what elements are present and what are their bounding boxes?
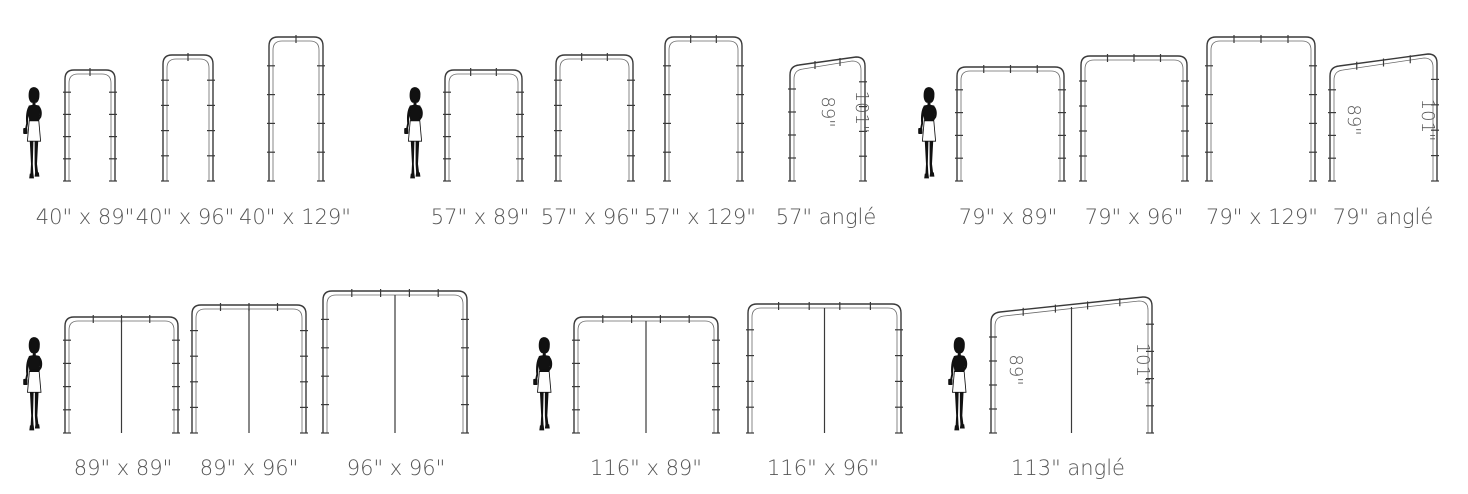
frame-inner-outline	[960, 70, 1061, 181]
frame-outline	[956, 66, 1065, 181]
right-height-label: 101"	[1132, 343, 1153, 386]
frame-outline	[990, 296, 1153, 433]
frame-group-double-113-angle: 113" anglé 89" 101"	[947, 296, 1154, 480]
right-height-label: 101"	[1417, 99, 1438, 142]
frame-inner-outline	[448, 73, 519, 181]
frame-79-inch-4: 79" anglé 89" 101"	[1328, 53, 1439, 229]
frame-size-label: 89" x 96"	[200, 456, 299, 480]
frame-79-inch-1: 79" x 89"	[955, 65, 1066, 229]
frame-inner-outline	[793, 60, 862, 181]
frame-group-79-inch: 79" x 89" 79" x 96" 79" x 129" 79" anglé 89"…	[917, 35, 1439, 229]
frame-inner-outline	[1084, 59, 1184, 181]
frame-57-inch-4: 57" anglé 89" 101"	[776, 56, 877, 229]
person-silhouette-icon	[22, 86, 43, 179]
frame-double-89-96-3: 96" x 96"	[321, 289, 469, 480]
frame-inner-outline	[1210, 40, 1312, 181]
frame-40-inch-3: 40" x 129"	[239, 35, 351, 229]
frame-group-double-89-96: 89" x 89" 89" x 96" 96" x 96"	[22, 289, 469, 480]
person-silhouette-icon	[532, 336, 553, 431]
frame-size-label: 40" x 129"	[239, 205, 351, 229]
frame-outline	[322, 290, 468, 433]
frame-57-inch-3: 57" x 129"	[644, 35, 756, 229]
frame-40-inch-2: 40" x 96"	[136, 53, 235, 229]
frame-size-label: 79" x 129"	[1206, 205, 1318, 229]
frame-outline	[1206, 36, 1316, 181]
frame-size-label: 79" x 96"	[1085, 205, 1184, 229]
left-height-label: 89"	[1005, 354, 1026, 385]
person-silhouette-icon	[947, 336, 968, 431]
frame-size-label: 40" x 89"	[36, 205, 135, 229]
left-height-label: 89"	[817, 96, 838, 127]
frame-size-label: 113" anglé	[1011, 456, 1125, 480]
frame-outline	[664, 36, 743, 181]
frame-79-inch-3: 79" x 129"	[1205, 35, 1318, 229]
frame-outline	[555, 54, 634, 181]
frame-inner-outline	[166, 58, 210, 181]
right-height-label: 101"	[851, 91, 872, 134]
frame-outline	[747, 303, 902, 433]
person-silhouette-icon	[917, 86, 938, 179]
frame-group-40-inch: 40" x 89"40" x 96"40" x 129"	[22, 35, 351, 229]
frame-size-label: 116" x 89"	[590, 456, 702, 480]
left-height-label: 89"	[1343, 104, 1364, 135]
frame-size-label: 79" anglé	[1333, 205, 1434, 229]
frame-double-113-angle-1: 113" anglé 89" 101"	[989, 296, 1154, 480]
frame-size-label: 40" x 96"	[136, 205, 235, 229]
frame-double-89-96-2: 89" x 96"	[190, 303, 308, 480]
frame-double-116-2: 116" x 96"	[746, 302, 903, 480]
frame-size-label: 57" x 129"	[644, 205, 756, 229]
frame-double-89-96-1: 89" x 89"	[63, 315, 180, 480]
frame-size-label: 116" x 96"	[767, 456, 879, 480]
frame-size-label: 79" x 89"	[959, 205, 1058, 229]
frame-size-label: 89" x 89"	[74, 456, 173, 480]
frame-57-inch-1: 57" x 89"	[431, 68, 530, 229]
frame-size-label: 57" anglé	[776, 205, 877, 229]
frame-size-label: 57" x 96"	[541, 205, 640, 229]
frame-outline	[268, 36, 324, 181]
frame-inner-outline	[272, 40, 320, 181]
frame-group-57-inch: 57" x 89" 57" x 96"57" x 129" 57" anglé 89"…	[403, 35, 877, 229]
frame-outline	[64, 69, 116, 181]
frame-57-inch-2: 57" x 96"	[541, 53, 640, 229]
frame-40-inch-1: 40" x 89"	[36, 68, 135, 229]
frame-group-double-116: 116" x 89" 116" x 96"	[532, 302, 903, 480]
frame-inner-outline	[68, 73, 112, 181]
frame-outline	[789, 56, 866, 181]
frame-outline	[162, 54, 214, 181]
frame-size-label: 96" x 96"	[347, 456, 446, 480]
person-silhouette-icon	[403, 86, 424, 179]
person-silhouette-icon	[22, 336, 43, 431]
frame-inner-outline	[559, 58, 630, 181]
frame-outline	[1080, 55, 1188, 181]
frame-size-label: 57" x 89"	[431, 205, 530, 229]
frame-outline	[573, 316, 719, 433]
frame-inner-outline	[668, 40, 739, 181]
frame-double-116-1: 116" x 89"	[572, 315, 720, 480]
frame-outline	[444, 69, 523, 181]
frame-79-inch-2: 79" x 96"	[1079, 54, 1189, 229]
